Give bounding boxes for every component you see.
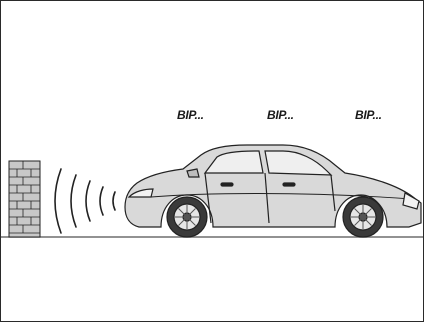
sound-wave-icon	[55, 169, 115, 233]
beep-text-2: BIP...	[267, 108, 294, 122]
car-front-wheel	[167, 197, 207, 237]
car-icon	[125, 145, 421, 237]
brick-wall-icon	[9, 161, 40, 237]
beep-text-3: BIP...	[355, 108, 382, 122]
beep-text-1: BIP...	[177, 108, 204, 122]
car-rear-wheel	[343, 197, 383, 237]
